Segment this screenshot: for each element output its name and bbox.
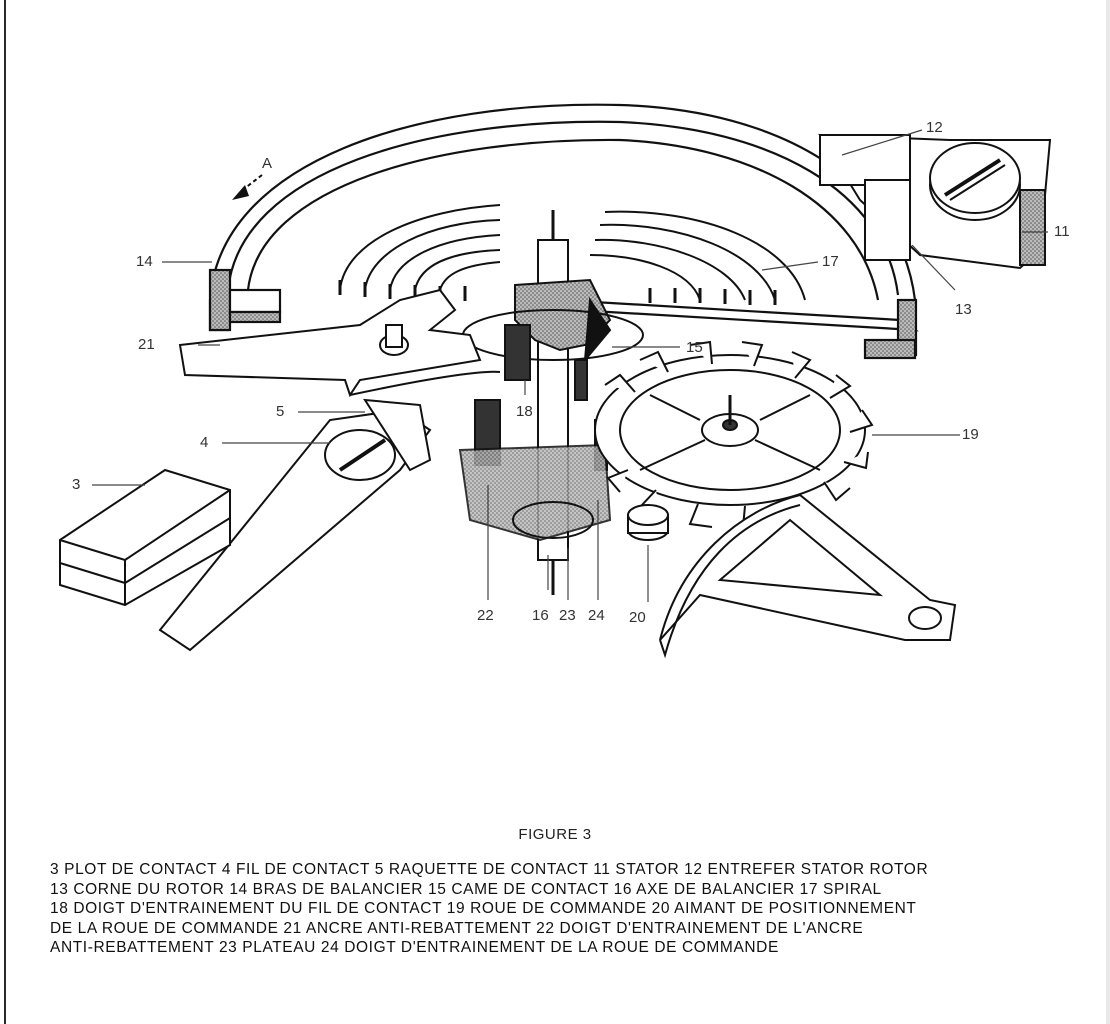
contact-wire: [158, 370, 501, 652]
callout-20: 20: [629, 609, 646, 626]
callout-14: 14: [136, 253, 153, 270]
callout-16: 16: [532, 607, 549, 624]
control-wheel: [594, 340, 874, 529]
callout-leaders: [92, 129, 1048, 602]
callout-19: 19: [962, 426, 979, 443]
rotation-arrow: A: [232, 155, 272, 200]
callout-23: 23: [559, 607, 576, 624]
callout-18: 18: [516, 403, 533, 420]
callout-21: 21: [138, 336, 155, 353]
callout-3: 3: [72, 476, 80, 493]
callout-24: 24: [588, 607, 605, 624]
callout-17: 17: [822, 253, 839, 270]
figure-title: FIGURE 3: [518, 826, 592, 843]
callout-5: 5: [276, 403, 284, 420]
caption-line: 18 DOIGT D'ENTRAINEMENT DU FIL DE CONTAC…: [50, 900, 917, 917]
page-border-line: [4, 0, 6, 1024]
callout-22: 22: [477, 607, 494, 624]
figure-caption: 3 PLOT DE CONTACT 4 FIL DE CONTACT 5 RAQ…: [50, 860, 1060, 958]
anti-rebound-anchor: [178, 288, 482, 398]
caption-line: 3 PLOT DE CONTACT 4 FIL DE CONTACT 5 RAQ…: [50, 861, 929, 878]
positioning-magnet: [627, 504, 669, 541]
callout-15: 15: [686, 339, 703, 356]
callout-13: 13: [955, 301, 972, 318]
mechanism-diagram: A 3 4 5 11 12 13 14 15 16 17 18 19 20 2: [59, 103, 1070, 659]
hairspring: [338, 204, 806, 305]
caption-line: 13 CORNE DU ROTOR 14 BRAS DE BALANCIER 1…: [50, 880, 882, 898]
caption-line: ANTI-REBATTEMENT 23 PLATEAU 24 DOIGT D'E…: [50, 939, 779, 956]
balance-arm: [208, 103, 919, 360]
callout-11: 11: [1054, 223, 1070, 240]
callout-4: 4: [200, 434, 208, 451]
balance-staff-assembly: [458, 210, 644, 595]
sector-rack: [659, 493, 957, 659]
contact-post: [59, 468, 231, 607]
stator: [818, 133, 1052, 270]
arrow-label: A: [262, 155, 272, 172]
caption-line: DE LA ROUE DE COMMANDE 21 ANCRE ANTI-REB…: [50, 919, 864, 937]
page-shadow-edge: [1106, 0, 1110, 1024]
callout-12: 12: [926, 119, 943, 136]
callout-numbers: 3 4 5 11 12 13 14 15 16 17 18 19 20 21 2…: [72, 119, 1070, 626]
